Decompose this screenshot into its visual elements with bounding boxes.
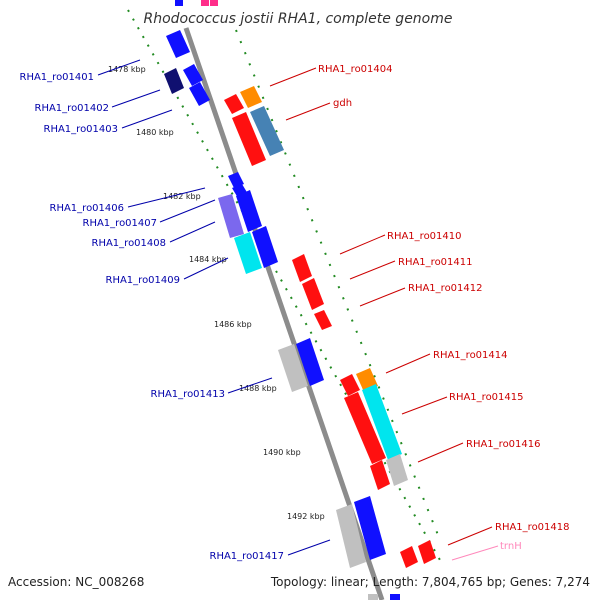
gene-label[interactable]: RHA1_ro01406 bbox=[50, 203, 125, 214]
gene-ro01415[interactable] bbox=[344, 392, 386, 464]
gene-ro01418[interactable] bbox=[400, 546, 418, 568]
gene-ro01416b[interactable] bbox=[386, 454, 408, 486]
gene-partial-top[interactable] bbox=[175, 0, 183, 6]
gene-ro01408[interactable] bbox=[234, 232, 262, 274]
kbp-label: 1488 kbp bbox=[239, 384, 277, 393]
gene-ro01408b[interactable] bbox=[252, 226, 278, 268]
kbp-label: 1492 kbp bbox=[287, 512, 325, 521]
gene-ro01415b[interactable] bbox=[362, 384, 402, 460]
gene-partial-bottom[interactable] bbox=[368, 594, 378, 600]
gene-gdh-b[interactable] bbox=[250, 106, 284, 156]
gene-ro01406[interactable] bbox=[228, 172, 244, 188]
gene-ro01402b[interactable] bbox=[183, 64, 203, 86]
gene-label[interactable]: RHA1_ro01404 bbox=[318, 64, 393, 75]
gene-label[interactable]: RHA1_ro01410 bbox=[387, 231, 462, 242]
gene-ro01401[interactable] bbox=[166, 30, 190, 58]
gene-ro01410[interactable] bbox=[292, 254, 312, 282]
gene-label[interactable]: RHA1_ro01418 bbox=[495, 522, 570, 533]
gene-ro01412[interactable] bbox=[314, 310, 332, 330]
gene-ro01413[interactable] bbox=[278, 344, 308, 392]
gene-ro01407b[interactable] bbox=[236, 190, 262, 232]
right-leaders bbox=[269, 67, 493, 546]
gene-label[interactable]: RHA1_ro01417 bbox=[210, 551, 285, 562]
kbp-label: 1490 kbp bbox=[263, 448, 301, 457]
kbp-label: 1484 kbp bbox=[189, 255, 227, 264]
genome-title: Rhodococcus jostii RHA1, complete genome bbox=[143, 11, 452, 27]
gene-ro01418b[interactable] bbox=[418, 540, 436, 564]
gene-label[interactable]: RHA1_ro01412 bbox=[408, 283, 483, 294]
gene-ro01414[interactable] bbox=[340, 374, 360, 396]
gene-label[interactable]: RHA1_ro01416 bbox=[466, 439, 541, 450]
right-tick-guide bbox=[235, 29, 441, 541]
gene-label[interactable]: RHA1_ro01413 bbox=[151, 389, 226, 400]
gene-ro01407[interactable] bbox=[218, 194, 244, 238]
accession-text: Accession: NC_008268 bbox=[8, 575, 144, 589]
gene-label[interactable]: RHA1_ro01402 bbox=[35, 103, 110, 114]
gene-partial-bottom[interactable] bbox=[390, 594, 400, 600]
gene-ro01417[interactable] bbox=[336, 504, 366, 568]
gene-gdh[interactable] bbox=[232, 112, 266, 166]
gene-label[interactable]: RHA1_ro01401 bbox=[20, 72, 95, 83]
topology-text: Topology: linear; Length: 7,804,765 bp; … bbox=[270, 575, 590, 589]
gene-ro01416[interactable] bbox=[370, 460, 390, 490]
gene-partial-top[interactable] bbox=[201, 0, 209, 6]
gene-partial-top[interactable] bbox=[210, 0, 218, 6]
gene-label[interactable]: RHA1_ro01403 bbox=[44, 124, 119, 135]
gene-label[interactable]: RHA1_ro01407 bbox=[83, 218, 158, 229]
trna-label[interactable]: trnH bbox=[500, 541, 522, 552]
left-gene-labels: RHA1_ro01401 RHA1_ro01402 RHA1_ro01403 R… bbox=[20, 72, 285, 562]
kbp-label: 1480 kbp bbox=[136, 128, 174, 137]
gene-ro01411[interactable] bbox=[302, 278, 324, 310]
kbp-scale: 1478 kbp 1480 kbp 1482 kbp 1484 kbp 1486… bbox=[108, 65, 325, 521]
left-leaders bbox=[97, 59, 331, 556]
gene-label[interactable]: RHA1_ro01415 bbox=[449, 392, 524, 403]
gene-label[interactable]: RHA1_ro01414 bbox=[433, 350, 508, 361]
gene-ro01413b[interactable] bbox=[296, 338, 324, 386]
gene-ro01402[interactable] bbox=[164, 68, 184, 94]
gene-label[interactable]: RHA1_ro01411 bbox=[398, 257, 473, 268]
right-gene-labels: RHA1_ro01404 gdh RHA1_ro01410 RHA1_ro014… bbox=[318, 64, 570, 552]
trna-leader bbox=[451, 545, 499, 561]
gene-label[interactable]: gdh bbox=[333, 98, 352, 109]
right-strand-genes bbox=[224, 86, 436, 568]
gene-label[interactable]: RHA1_ro01409 bbox=[106, 275, 181, 286]
kbp-label: 1482 kbp bbox=[163, 192, 201, 201]
gene-ro01404b[interactable] bbox=[224, 94, 244, 114]
kbp-label: 1478 kbp bbox=[108, 65, 146, 74]
genome-backbone bbox=[183, 27, 385, 600]
gene-label[interactable]: RHA1_ro01408 bbox=[92, 238, 167, 249]
left-strand-genes bbox=[164, 30, 400, 600]
gene-ro01403[interactable] bbox=[189, 82, 210, 106]
kbp-label: 1486 kbp bbox=[214, 320, 252, 329]
gene-ro01404[interactable] bbox=[240, 86, 262, 108]
gene-ro01417b[interactable] bbox=[354, 496, 386, 560]
